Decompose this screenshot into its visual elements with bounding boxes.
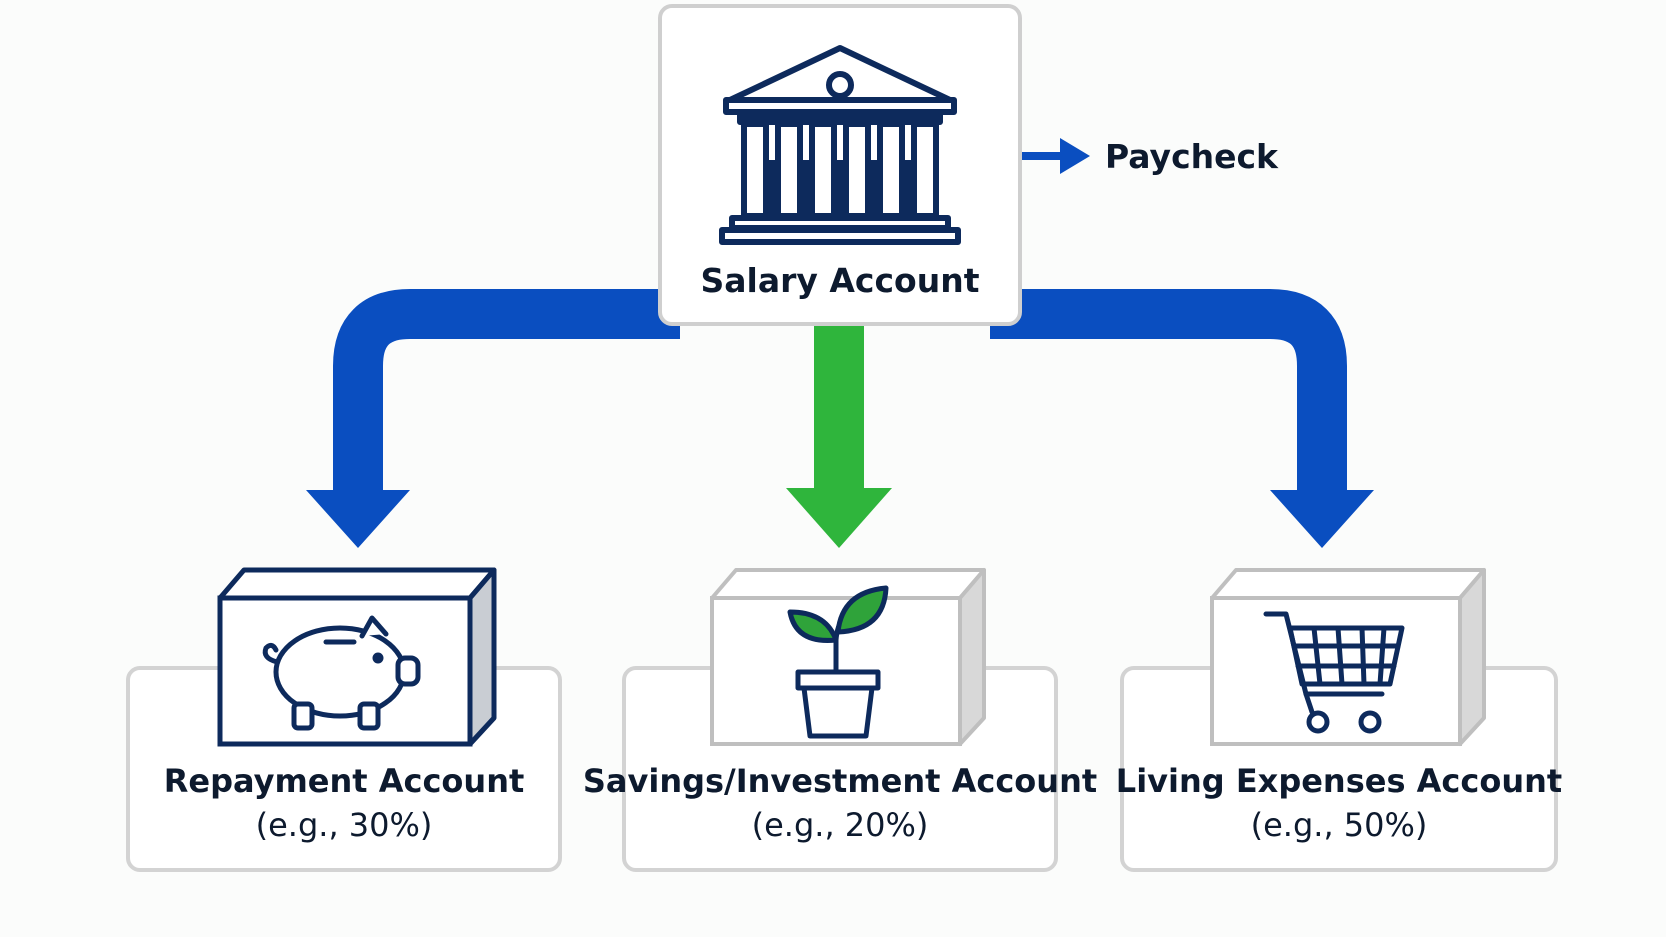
arrow-head-repayment — [306, 490, 410, 548]
piggy-bank-icon — [262, 615, 421, 731]
repayment-share: (e.g., 30%) — [256, 806, 433, 844]
bank-icon — [719, 45, 961, 245]
arrow-to-repayment — [333, 289, 680, 500]
savings-share: (e.g., 20%) — [752, 806, 929, 844]
flow-arrows — [306, 138, 1374, 548]
plant-icon — [787, 585, 889, 739]
salary-account-label: Salary Account — [701, 261, 980, 300]
repayment-account-label: Repayment Account — [164, 762, 525, 800]
savings-account-node: Savings/Investment Account (e.g., 20%) — [583, 568, 1097, 872]
shopping-cart-icon — [1263, 611, 1405, 734]
arrow-head-savings — [786, 488, 892, 548]
arrow-to-living-expenses — [990, 289, 1347, 500]
arrow-head-living-expenses — [1270, 490, 1374, 548]
living-expenses-account-node: Living Expenses Account (e.g., 50%) — [1116, 568, 1562, 872]
paycheck-arrow-head — [1060, 138, 1090, 174]
salary-account-node: Salary Account — [658, 4, 1022, 326]
arrow-to-savings — [814, 325, 864, 495]
living-expenses-account-label: Living Expenses Account — [1116, 762, 1562, 800]
paycheck-label: Paycheck — [1105, 137, 1279, 176]
repayment-account-node: Repayment Account (e.g., 30%) — [126, 567, 562, 872]
savings-account-label: Savings/Investment Account — [583, 762, 1097, 800]
living-expenses-share: (e.g., 50%) — [1251, 806, 1428, 844]
